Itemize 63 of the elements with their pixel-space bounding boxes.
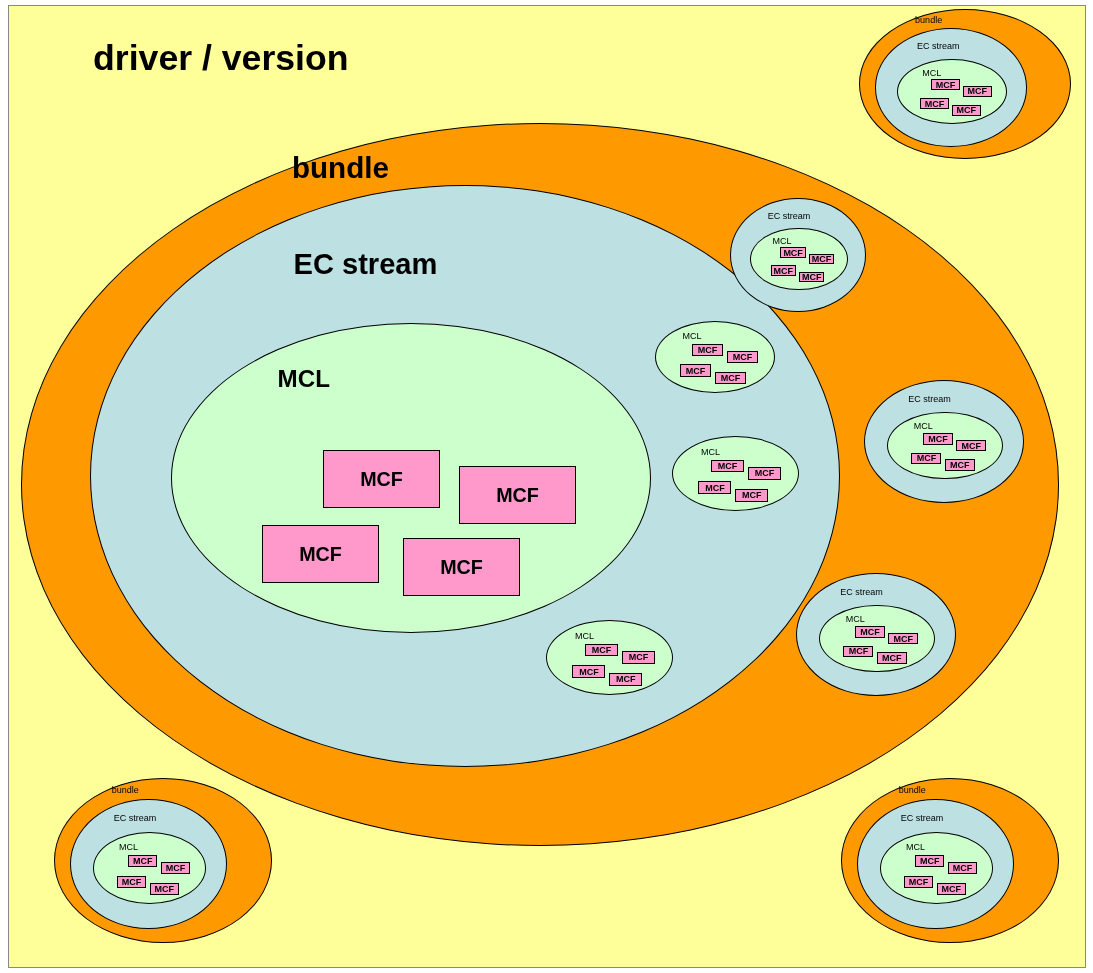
component-box: MCF	[963, 85, 992, 97]
component-box: MCF	[459, 466, 576, 524]
component-box: MCF	[956, 439, 987, 452]
component-box: MCF	[128, 854, 158, 868]
component-box: MCF	[808, 253, 835, 265]
component-box: MCF	[692, 343, 724, 356]
component-box: MCF	[621, 651, 655, 664]
component-box: MCF	[854, 626, 885, 638]
component-box: MCF	[936, 882, 966, 895]
component-box: MCF	[947, 862, 978, 875]
group-title: EC stream	[917, 42, 960, 52]
group-title: driver / version	[93, 40, 349, 77]
component-box: MCF	[747, 467, 781, 480]
component-box: MCF	[698, 481, 732, 494]
component-box: MCF	[735, 488, 769, 502]
group-title: MCL	[772, 237, 792, 247]
group-title: EC stream	[900, 814, 944, 824]
group-title: EC stream	[293, 250, 438, 280]
page-background	[8, 5, 1086, 968]
component-box: MCF	[680, 364, 712, 377]
component-box: MCF	[922, 433, 953, 445]
group-title: EC stream	[908, 394, 951, 404]
component-box: MCF	[876, 652, 907, 664]
group-title: MCL	[922, 68, 942, 78]
component-box: MCF	[403, 538, 520, 596]
group-title: EC stream	[840, 587, 883, 597]
group-title: MCL	[845, 615, 865, 625]
component-box: MCF	[323, 450, 440, 508]
component-box: MCF	[843, 645, 874, 658]
group-title: MCL	[277, 367, 330, 392]
group-title: bundle	[111, 785, 139, 795]
component-box: MCF	[799, 271, 825, 283]
component-box: MCF	[585, 643, 619, 657]
group-title: bundle	[898, 785, 926, 795]
component-box: MCF	[903, 875, 934, 888]
group-title: bundle	[291, 152, 389, 183]
component-box: MCF	[780, 247, 806, 258]
group-title: MCL	[119, 843, 139, 853]
component-box: MCF	[149, 882, 179, 895]
component-box: MCF	[911, 452, 942, 465]
component-box: MCF	[572, 665, 606, 678]
component-box: MCF	[920, 98, 949, 110]
component-box: MCF	[262, 525, 379, 583]
component-box: MCF	[888, 632, 919, 645]
group-title: MCL	[700, 447, 720, 457]
component-box: MCF	[116, 875, 147, 888]
component-box: MCF	[609, 672, 643, 686]
group-title: bundle	[915, 16, 943, 25]
group-title: MCL	[913, 422, 933, 432]
component-box: MCF	[711, 459, 745, 473]
group-title: MCL	[574, 631, 594, 641]
component-box: MCF	[714, 371, 746, 384]
component-box: MCF	[726, 350, 758, 364]
group-title: MCL	[906, 843, 926, 853]
component-box: MCF	[952, 104, 981, 116]
component-box: MCF	[915, 854, 945, 868]
component-box: MCF	[944, 459, 975, 471]
group-title: EC stream	[767, 211, 811, 221]
component-box: MCF	[931, 79, 960, 91]
component-box: MCF	[160, 862, 191, 875]
group-title: MCL	[682, 332, 702, 342]
group-title: EC stream	[113, 814, 157, 824]
component-box: MCF	[770, 265, 797, 277]
